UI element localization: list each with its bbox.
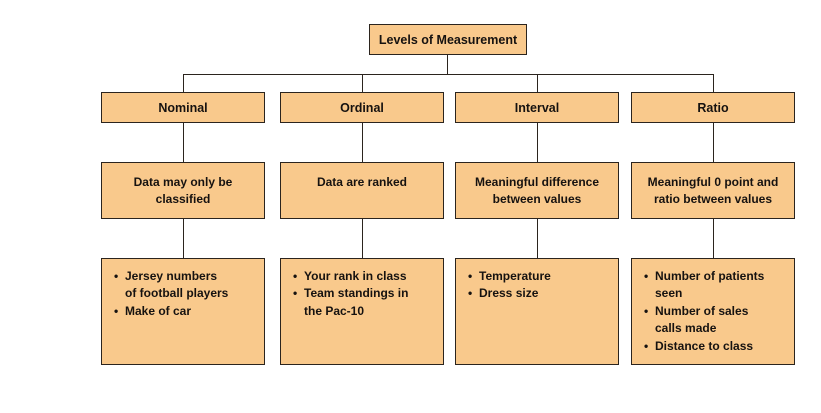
list-item: • Your rank in class xyxy=(293,268,437,285)
example-text: Team standings in the Pac-10 xyxy=(304,286,409,318)
list-item: • Dress size xyxy=(468,285,612,302)
example-text: Dress size xyxy=(479,286,539,301)
bullet-icon: • xyxy=(114,269,119,283)
list-item: • Team standings in the Pac-10 xyxy=(293,285,437,320)
bullet-icon: • xyxy=(114,303,119,318)
list-item: • Jersey numbers of football players xyxy=(114,268,258,303)
description-box-nominal: Data may only be classified xyxy=(101,162,265,219)
connector-interval-examples xyxy=(537,219,539,258)
examples-box-interval: • Temperature • Dress size xyxy=(455,258,619,365)
example-text: Temperature xyxy=(479,269,551,283)
root-box-levels-of-measurement: Levels of Measurement xyxy=(369,24,527,55)
label-nominal: Nominal xyxy=(158,100,208,115)
diagram-title: Levels of Measurement xyxy=(378,32,518,47)
connector-drop-nominal xyxy=(183,74,185,92)
bullet-icon: • xyxy=(468,269,473,283)
connector-ordinal-examples xyxy=(362,219,364,258)
list-item: • Number of patients seen xyxy=(644,268,788,303)
connector-ordinal-desc xyxy=(362,123,364,162)
connector-ratio-examples xyxy=(712,219,714,258)
bullet-icon: • xyxy=(293,269,298,283)
description-box-ordinal: Data are ranked xyxy=(280,162,444,219)
list-item: • Distance to class xyxy=(644,338,788,355)
label-box-ratio: Ratio xyxy=(631,92,795,123)
connector-drop-ratio xyxy=(712,74,714,92)
bullet-icon: • xyxy=(644,303,649,318)
connector-root-drop xyxy=(447,55,449,74)
bullet-icon: • xyxy=(644,338,649,353)
examples-list: • Jersey numbers of football players • Mak… xyxy=(114,268,258,320)
connector-interval-desc xyxy=(537,123,539,162)
connector-drop-interval xyxy=(537,74,539,92)
connector-ratio-desc xyxy=(712,123,714,162)
connector-nominal-desc xyxy=(183,123,185,162)
label-ratio: Ratio xyxy=(697,100,729,115)
bullet-icon: • xyxy=(468,286,473,301)
example-text: Distance to class xyxy=(655,338,754,353)
list-item: • Number of sales calls made xyxy=(644,303,788,338)
connector-bus xyxy=(183,74,714,76)
example-text: Your rank in class xyxy=(304,269,407,283)
examples-box-ordinal: • Your rank in class • Team standings in t… xyxy=(280,258,444,365)
label-box-nominal: Nominal xyxy=(101,92,265,123)
list-item: • Temperature xyxy=(468,268,612,285)
label-box-interval: Interval xyxy=(455,92,619,123)
examples-list: • Your rank in class • Team standings in t… xyxy=(293,268,437,320)
connector-drop-ordinal xyxy=(362,74,364,92)
example-text: Jersey numbers of football players xyxy=(125,269,229,301)
list-item: • Make of car xyxy=(114,303,258,320)
label-ordinal: Ordinal xyxy=(340,100,384,115)
examples-box-ratio: • Number of patients seen • Number of sale… xyxy=(631,258,795,365)
example-text: Number of sales calls made xyxy=(655,303,749,336)
description-box-interval: Meaningful difference between values xyxy=(455,162,619,219)
example-text: Number of patients seen xyxy=(655,269,765,301)
label-box-ordinal: Ordinal xyxy=(280,92,444,123)
examples-box-nominal: • Jersey numbers of football players • Mak… xyxy=(101,258,265,365)
example-text: Make of car xyxy=(125,303,192,318)
examples-list: • Number of patients seen • Number of sale… xyxy=(644,268,788,355)
bullet-icon: • xyxy=(644,269,649,283)
bullet-icon: • xyxy=(293,286,298,301)
connector-nominal-examples xyxy=(183,219,185,258)
label-interval: Interval xyxy=(514,100,560,115)
examples-list: • Temperature • Dress size xyxy=(468,268,612,303)
description-box-ratio: Meaningful 0 point and ratio between val… xyxy=(631,162,795,219)
